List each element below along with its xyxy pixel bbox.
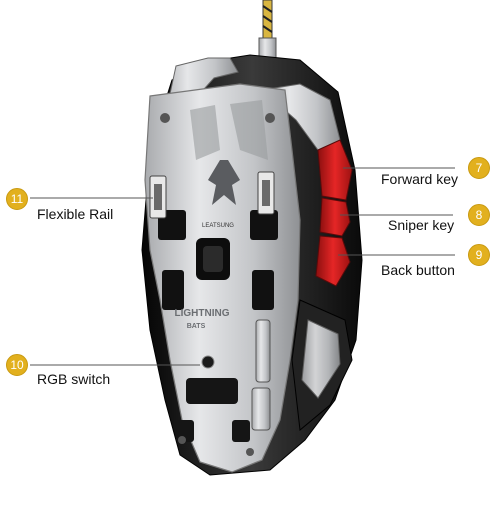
sniper-key xyxy=(319,197,351,237)
callout-label-flexible-rail: Flexible Rail xyxy=(37,206,114,222)
forward-key xyxy=(317,139,353,201)
right-rail-slider xyxy=(257,171,275,215)
callout-label-rgb-switch: RGB switch xyxy=(37,371,111,387)
model-line-2: BATS xyxy=(187,323,206,330)
callout-badge-10: 10 xyxy=(6,354,28,376)
rgb-switch xyxy=(201,355,215,369)
callout-label-back-button: Back button xyxy=(381,262,455,278)
flexible-rail-slider xyxy=(149,175,167,219)
callout-label-forward-key: Forward key xyxy=(381,171,459,187)
callout-badge-7: 7 xyxy=(468,157,490,179)
callout-label-sniper-key: Sniper key xyxy=(388,217,455,233)
brand-text: LEATSUNG xyxy=(202,223,234,229)
callout-badge-11: 11 xyxy=(6,188,28,210)
metal-base-plate xyxy=(144,83,301,473)
side-buttons xyxy=(315,139,353,287)
callout-badge-9: 9 xyxy=(468,244,490,266)
callout-badge-8: 8 xyxy=(468,204,490,226)
leader-lines xyxy=(30,167,455,366)
model-line-1: LIGHTNING xyxy=(175,308,230,319)
back-key xyxy=(315,235,351,287)
